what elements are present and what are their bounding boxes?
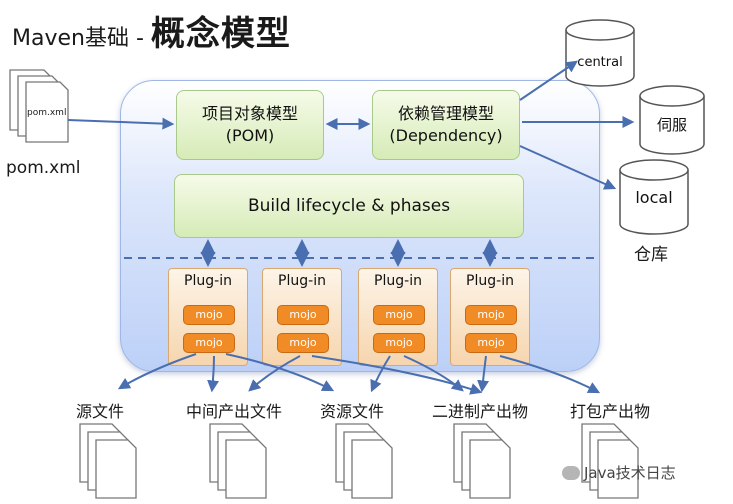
mojo-block: mojo bbox=[373, 305, 425, 325]
plugin-name: Plug-in bbox=[374, 273, 422, 289]
mojo-block: mojo bbox=[465, 333, 517, 353]
central-repo-icon bbox=[565, 19, 635, 87]
title-main: 概念模型 bbox=[150, 14, 291, 54]
plugin-output-arrow bbox=[248, 355, 301, 392]
build-lifecycle-box: Build lifecycle & phases bbox=[174, 174, 524, 238]
pom-file-caption: pom.xml bbox=[6, 158, 81, 178]
pom-to-model-arrow bbox=[67, 117, 175, 130]
pom-file-icon-label: pom.xml bbox=[27, 108, 67, 118]
mojo-block: mojo bbox=[465, 305, 517, 325]
plugin-name: Plug-in bbox=[466, 273, 514, 289]
plugin-output-arrow bbox=[370, 355, 391, 393]
plugin-name: Plug-in bbox=[278, 273, 326, 289]
dependency-to-local-arrow bbox=[519, 145, 617, 190]
dependency-model-line2: (Dependency) bbox=[389, 126, 503, 145]
plugin-box: Plug-in mojo mojo bbox=[168, 268, 248, 366]
document-stack-icon bbox=[581, 423, 639, 499]
mojo-block: mojo bbox=[183, 333, 235, 353]
pom-model-line1: 项目对象模型 bbox=[201, 104, 298, 123]
dependency-to-central-arrow bbox=[519, 60, 578, 101]
central-repo-label: central bbox=[577, 55, 623, 70]
output-label: 二进制产出物 bbox=[432, 402, 529, 421]
plugin-output-arrow bbox=[499, 355, 601, 394]
pom-file-icon bbox=[9, 69, 69, 143]
repository-caption: 仓库 bbox=[634, 245, 668, 265]
mojo-block: mojo bbox=[373, 333, 425, 353]
plugin-box: Plug-in mojo mojo bbox=[358, 268, 438, 366]
plugin-output-arrow bbox=[311, 355, 483, 395]
plugin-box: Plug-in mojo mojo bbox=[262, 268, 342, 366]
wechat-icon bbox=[562, 465, 580, 480]
watermark-text: Java技术日志 bbox=[584, 464, 676, 482]
document-stack-icon bbox=[453, 423, 511, 499]
local-repo-label: local bbox=[635, 188, 673, 207]
build-lifecycle-label: Build lifecycle & phases bbox=[247, 196, 451, 216]
pom-model-box: 项目对象模型 (POM) bbox=[176, 90, 324, 160]
document-stack-icon bbox=[335, 423, 393, 499]
plugin-output-arrow bbox=[403, 355, 464, 392]
private-repo-label: 伺服 bbox=[656, 116, 687, 134]
plugin-name: Plug-in bbox=[184, 273, 232, 289]
local-repo-icon bbox=[619, 159, 689, 235]
title-prefix: Maven基础 - bbox=[12, 26, 151, 51]
output-label: 源文件 bbox=[76, 402, 125, 421]
mojo-block: mojo bbox=[277, 305, 329, 325]
plugin-output-arrow bbox=[225, 353, 335, 392]
output-label: 资源文件 bbox=[320, 402, 385, 421]
watermark: Java技术日志 bbox=[562, 462, 676, 483]
plugin-output-arrow bbox=[117, 353, 197, 390]
private-repo-icon bbox=[639, 85, 705, 155]
dependency-model-box: 依赖管理模型 (Dependency) bbox=[372, 90, 520, 160]
mojo-block: mojo bbox=[183, 305, 235, 325]
dependency-model-line1: 依赖管理模型 bbox=[397, 104, 494, 123]
plugin-output-arrow bbox=[207, 355, 220, 393]
plugin-box: Plug-in mojo mojo bbox=[450, 268, 530, 366]
plugin-output-arrow bbox=[477, 355, 490, 393]
output-label: 中间产出文件 bbox=[186, 402, 283, 421]
output-label: 打包产出物 bbox=[570, 402, 651, 421]
document-stack-icon bbox=[209, 423, 267, 499]
page-title: Maven基础 - 概念模型 bbox=[12, 6, 291, 55]
mojo-block: mojo bbox=[277, 333, 329, 353]
pom-model-line2: (POM) bbox=[225, 126, 275, 145]
document-stack-icon bbox=[79, 423, 137, 499]
